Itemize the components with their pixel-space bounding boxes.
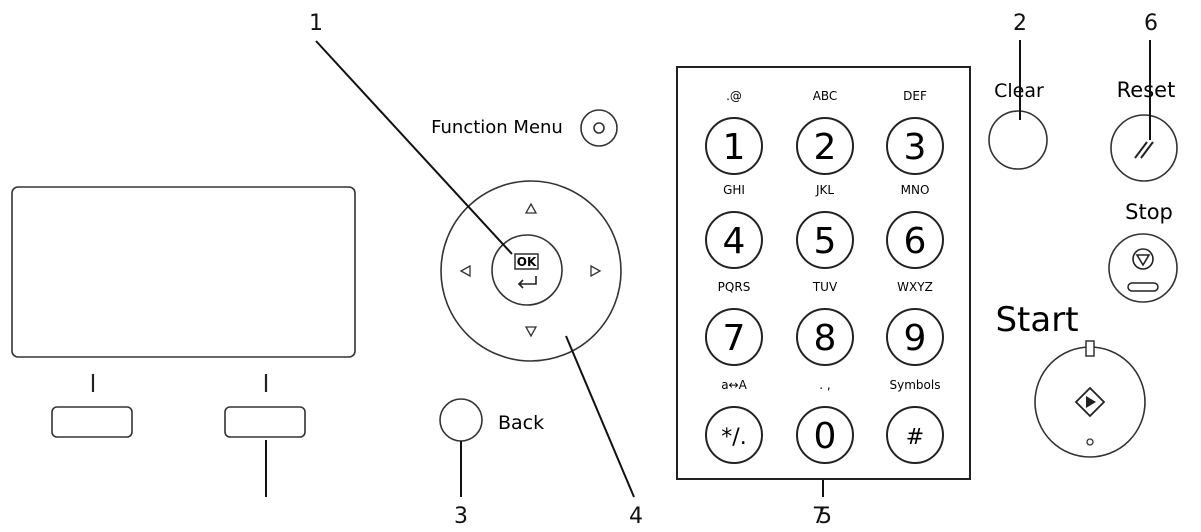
keypad-key-outline [886, 117, 944, 175]
keypad-key-letters: MNO [901, 183, 930, 197]
keypad-key-digit: # [906, 425, 924, 450]
keypad-key-outline [796, 406, 854, 464]
callout-line-4 [565, 335, 635, 498]
keypad-key-2[interactable]: ABC 2 [796, 89, 854, 175]
keypad-key-1[interactable]: .@ 1 [705, 89, 763, 175]
keypad-key-digit: 0 [814, 416, 837, 457]
callout-3: 3 [454, 504, 468, 529]
start-label: Start [995, 300, 1078, 340]
keypad-key-12[interactable]: Symbols # [886, 378, 944, 464]
keypad-key-9[interactable]: WXYZ 9 [886, 280, 944, 366]
stop-icon [1132, 248, 1154, 270]
keypad-key-outline [886, 211, 944, 269]
callout-1: 1 [309, 11, 323, 36]
down-triangle-icon[interactable] [524, 326, 538, 338]
double-slash-icon [1134, 141, 1154, 159]
keypad-key-6[interactable]: MNO 6 [886, 183, 944, 269]
reset-label: Reset [1117, 78, 1176, 102]
keypad-key-digit: 1 [723, 127, 746, 168]
keypad-key-outline [886, 308, 944, 366]
up-triangle-icon[interactable] [524, 202, 538, 214]
keypad-key-outline [705, 308, 763, 366]
stop-button[interactable] [1108, 233, 1178, 303]
numeric-keypad-frame [676, 66, 971, 480]
start-diamond-icon [1074, 386, 1106, 418]
keypad-key-7[interactable]: PQRS 7 [705, 280, 763, 366]
keypad-key-8[interactable]: TUV 8 [796, 280, 854, 366]
keypad-key-outline [796, 308, 854, 366]
keypad-key-letters: WXYZ [897, 280, 933, 294]
keypad-key-digit: 9 [904, 318, 927, 359]
keypad-key-digit: 6 [904, 221, 927, 262]
keypad-key-5[interactable]: JKL 5 [796, 183, 854, 269]
callout-7: 7 [812, 504, 826, 529]
callout-2: 2 [1013, 11, 1027, 36]
keypad-key-letters: TUV [812, 280, 838, 294]
right-select-key[interactable] [224, 406, 306, 438]
keypad-key-digit: 8 [814, 318, 837, 359]
display-screen [11, 186, 356, 358]
left-select-key[interactable] [51, 406, 133, 438]
right-triangle-icon[interactable] [590, 264, 602, 278]
keypad-key-11[interactable]: . , 0 [796, 378, 854, 464]
keypad-key-digit: 4 [723, 221, 746, 262]
keypad-key-outline [796, 117, 854, 175]
function-menu-button[interactable] [580, 109, 618, 147]
keypad-key-letters: a↔A [721, 378, 747, 392]
keypad-key-letters: DEF [903, 89, 927, 103]
keypad-key-digit: 7 [723, 318, 746, 359]
keypad-key-4[interactable]: GHI 4 [705, 183, 763, 269]
back-button[interactable] [439, 398, 483, 442]
keypad-key-digit: 3 [904, 127, 927, 168]
reset-button[interactable] [1110, 114, 1178, 182]
keypad-key-letters: Symbols [890, 378, 941, 392]
stop-label: Stop [1125, 200, 1173, 224]
keypad-key-digit: 2 [814, 127, 837, 168]
keypad-key-10[interactable]: a↔A */. [705, 378, 763, 464]
left-triangle-icon[interactable] [459, 264, 471, 278]
keypad-key-digit: 5 [814, 221, 837, 262]
keypad-key-outline [705, 211, 763, 269]
keypad-key-outline [886, 406, 944, 464]
keypad-key-letters: ABC [813, 89, 838, 103]
stop-indicator-lamp [1127, 282, 1159, 292]
keypad-key-outline [705, 117, 763, 175]
return-arrow-icon [517, 276, 537, 289]
back-label: Back [498, 412, 544, 434]
start-indicator-lamp [1085, 340, 1095, 357]
keypad-key-letters: GHI [723, 183, 745, 197]
clear-button[interactable] [988, 110, 1048, 170]
callout-lines [265, 40, 1151, 498]
callout-6: 6 [1144, 11, 1158, 36]
keypad-key-outline [705, 406, 763, 464]
callout-4: 4 [629, 504, 643, 529]
function-menu-label: Function Menu [431, 117, 563, 138]
callout-5: 5 [818, 504, 832, 529]
callout-line-1 [315, 40, 513, 255]
circle-icon [593, 122, 605, 134]
keypad-key-outline [796, 211, 854, 269]
ok-button[interactable]: OK [491, 234, 563, 306]
keypad-key-letters: .@ [726, 89, 742, 103]
keypad-key-letters: . , [819, 378, 830, 392]
ok-label: OK [517, 255, 537, 269]
keypad-key-letters: PQRS [718, 280, 751, 294]
keypad-key-digit: */. [721, 425, 746, 450]
start-button[interactable] [1034, 340, 1146, 458]
keypad-key-letters: JKL [815, 183, 834, 197]
keypad-key-3[interactable]: DEF 3 [886, 89, 944, 175]
callout-numbers: 1 2 3 4 5 6 7 [309, 11, 1158, 529]
